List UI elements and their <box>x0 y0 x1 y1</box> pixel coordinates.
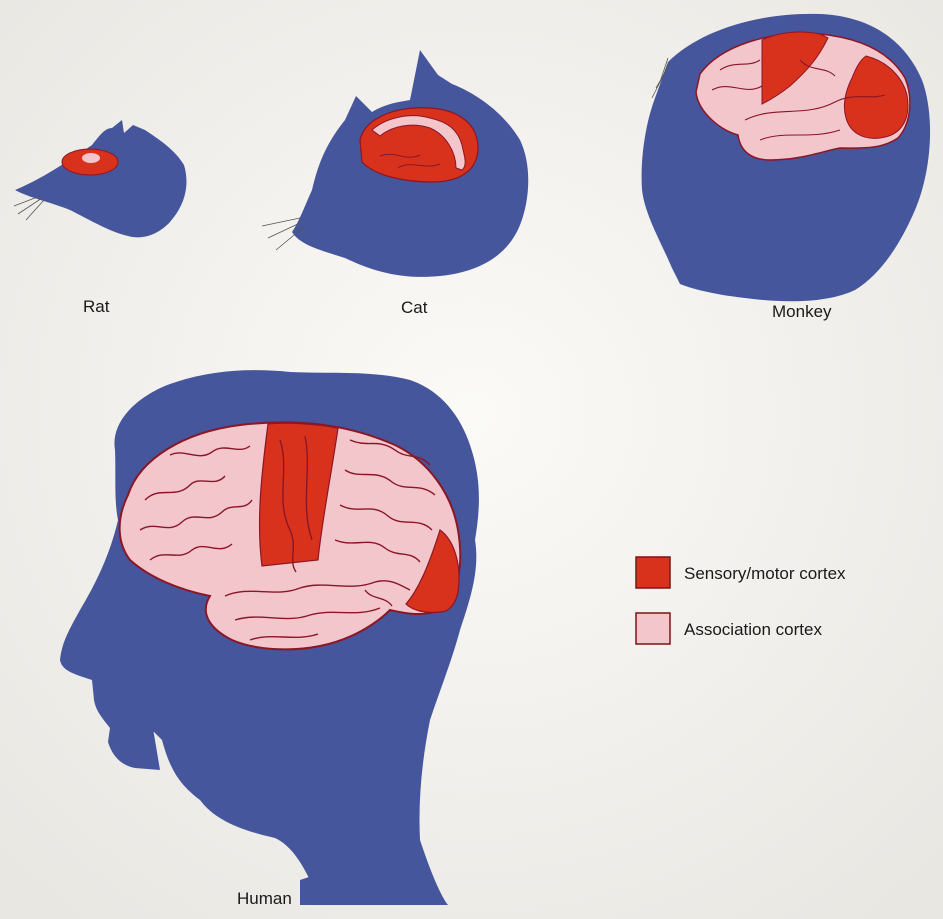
legend-sensory-text: Sensory/motor cortex <box>684 564 846 584</box>
legend-swatch-sensory <box>636 557 670 588</box>
monkey-label: Monkey <box>772 302 832 322</box>
human-label: Human <box>237 889 292 909</box>
rat-label: Rat <box>83 297 109 317</box>
legend-association-text: Association cortex <box>684 620 822 640</box>
monkey-figure <box>642 14 930 301</box>
cat-label: Cat <box>401 298 427 318</box>
rat-brain-association <box>82 153 100 163</box>
legend-swatch-association <box>636 613 670 644</box>
